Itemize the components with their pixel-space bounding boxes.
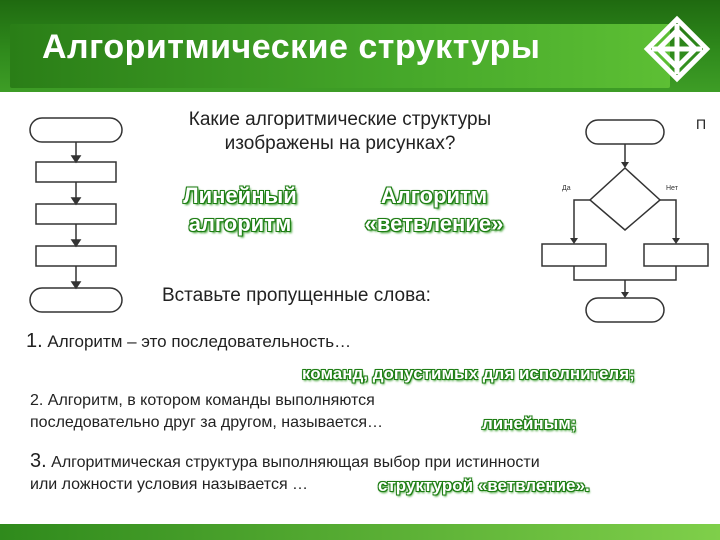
linear-flowchart — [29, 117, 123, 313]
item-1-text: Алгоритм – это последовательность… — [47, 332, 352, 351]
branch-end-terminal — [585, 297, 665, 323]
slide-title: Алгоритмические структуры — [42, 28, 541, 66]
knot-logo-icon — [643, 15, 711, 83]
footer-bar — [0, 524, 720, 540]
branch-condition — [588, 166, 662, 231]
item-2-line-2: последовательно друг за другом, называет… — [30, 414, 384, 431]
item-3-answer: структурой «ветвление». — [378, 476, 590, 495]
item-3-number: 3. — [30, 450, 47, 472]
label-branch-algorithm: Алгоритм «ветвление» — [344, 182, 524, 238]
linear-step-3 — [35, 245, 117, 267]
label-branch-line-1: Алгоритм — [380, 183, 488, 208]
label-linear-line-2: алгоритм — [188, 211, 292, 236]
linear-step-1 — [35, 161, 117, 183]
insert-prompt: Вставьте пропущенные слова: — [162, 285, 431, 306]
branch-start-terminal — [585, 119, 665, 145]
branch-flowchart: Да Нет — [541, 119, 709, 323]
branch-yes-action — [541, 243, 607, 267]
label-linear-line-1: Линейный — [183, 183, 297, 208]
item-2-answer: линейным; — [482, 414, 577, 433]
item-1-answer: команд, допустимых для исполнителя; — [302, 364, 635, 383]
header-bar — [0, 0, 720, 92]
branch-no-action — [643, 243, 709, 267]
item-1-number: 1. — [26, 330, 43, 352]
item-3-line-2: или ложности условия называется … — [30, 476, 309, 493]
edge-letter: П — [696, 116, 707, 132]
item-1: 1. Алгоритм – это последовательность… — [26, 330, 351, 353]
item-2-line-1: 2. Алгоритм, в котором команды выполняют… — [30, 392, 375, 409]
linear-end-terminal — [29, 287, 123, 313]
branch-yes-label: Да — [562, 185, 571, 192]
item-3-line-1: 3. Алгоритмическая структура выполняющая… — [30, 450, 540, 473]
label-linear-algorithm: Линейный алгоритм — [160, 182, 320, 238]
branch-no-label: Нет — [666, 185, 679, 192]
question-text: Какие алгоритмические структуры изображе… — [120, 108, 560, 156]
linear-step-2 — [35, 203, 117, 225]
label-branch-line-2: «ветвление» — [364, 211, 504, 236]
title-band — [10, 24, 670, 88]
linear-start-terminal — [29, 117, 123, 143]
item-3-text: Алгоритмическая структура выполняющая вы… — [51, 454, 540, 471]
question-line-2: изображены на рисунках? — [224, 133, 456, 154]
question-line-1: Какие алгоритмические структуры — [188, 109, 492, 130]
